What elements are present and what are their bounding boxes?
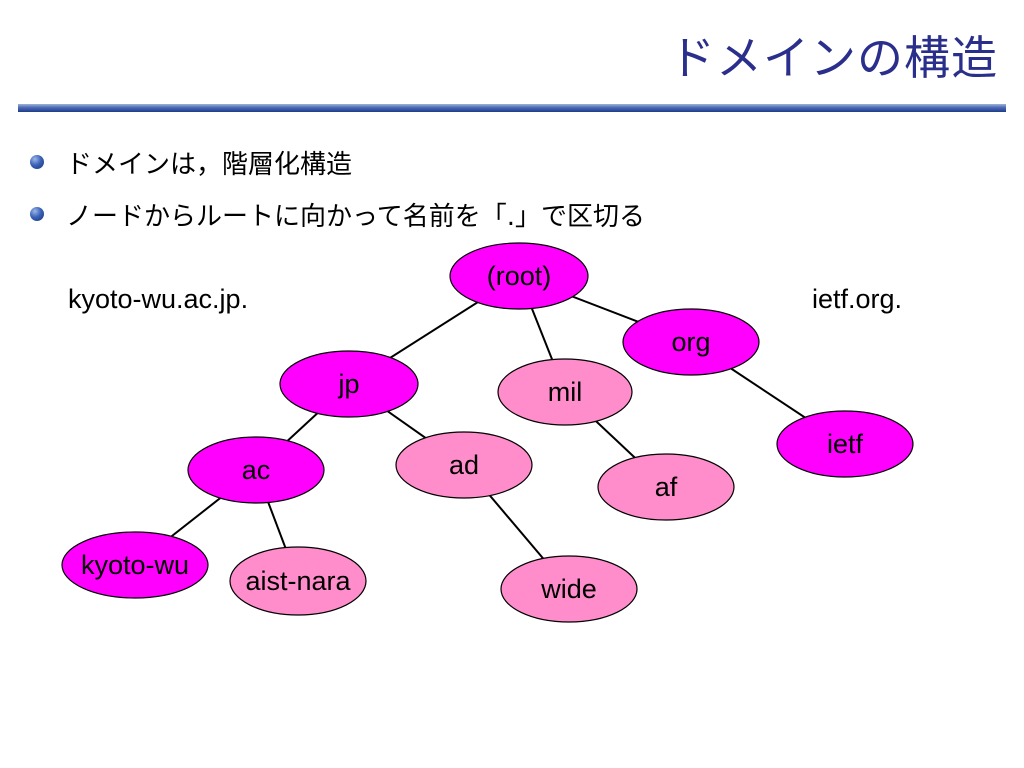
tree-node-af: af: [597, 453, 735, 521]
node-ellipse: [61, 531, 209, 599]
tree-node-wide: wide: [500, 555, 638, 623]
node-ellipse: [622, 308, 760, 376]
bullet-dot-icon: [30, 155, 44, 169]
node-ellipse: [497, 358, 633, 426]
node-ellipse: [395, 431, 533, 499]
bullet-text: ドメインは，階層化構造: [66, 149, 353, 180]
node-label: ietf: [827, 429, 864, 459]
node-label: org: [671, 327, 710, 357]
bullet-dot-icon: [30, 207, 44, 221]
bullet-item: ノードからルートに向かって名前を「.」で区切る: [30, 188, 645, 240]
node-label: ad: [449, 450, 479, 480]
node-label: (root): [487, 261, 552, 291]
node-label: mil: [548, 377, 583, 407]
tree-node-ietf: ietf: [776, 410, 914, 478]
tree-node-jp: jp: [279, 350, 419, 418]
node-ellipse: [187, 436, 325, 504]
node-label: jp: [337, 369, 359, 399]
node-ellipse: [776, 410, 914, 478]
node-label: wide: [540, 574, 597, 604]
bullet-text: ノードからルートに向かって名前を「.」で区切る: [66, 201, 645, 232]
slide-title: ドメインの構造: [669, 31, 998, 85]
node-ellipse: [597, 453, 735, 521]
example-left-fqdn: kyoto-wu.ac.jp.: [68, 284, 249, 314]
node-label: aist-nara: [245, 566, 351, 596]
node-ellipse: [449, 242, 589, 310]
bullet-list: ドメインは，階層化構造 ノードからルートに向かって名前を「.」で区切る: [30, 136, 645, 240]
node-label: af: [655, 472, 678, 502]
tree-node-aist-nara: aist-nara: [229, 546, 367, 616]
node-label: kyoto-wu: [81, 550, 189, 580]
tree-node-ad: ad: [395, 431, 533, 499]
tree-node-ac: ac: [187, 436, 325, 504]
bullet-item: ドメインは，階層化構造: [30, 136, 645, 188]
node-ellipse: [500, 555, 638, 623]
tree-node-mil: mil: [497, 358, 633, 426]
node-label: ac: [242, 455, 271, 485]
title-underline: [18, 104, 1006, 112]
tree-nodes: (root) jp mil org ac ad af ietf kyoto-wu aist-nar…: [61, 242, 914, 623]
example-right-fqdn: ietf.org.: [812, 284, 903, 314]
tree-node-kyoto-wu: kyoto-wu: [61, 531, 209, 599]
tree-node-root: (root): [449, 242, 589, 310]
node-ellipse: [229, 546, 367, 616]
node-ellipse: [279, 350, 419, 418]
tree-node-org: org: [622, 308, 760, 376]
